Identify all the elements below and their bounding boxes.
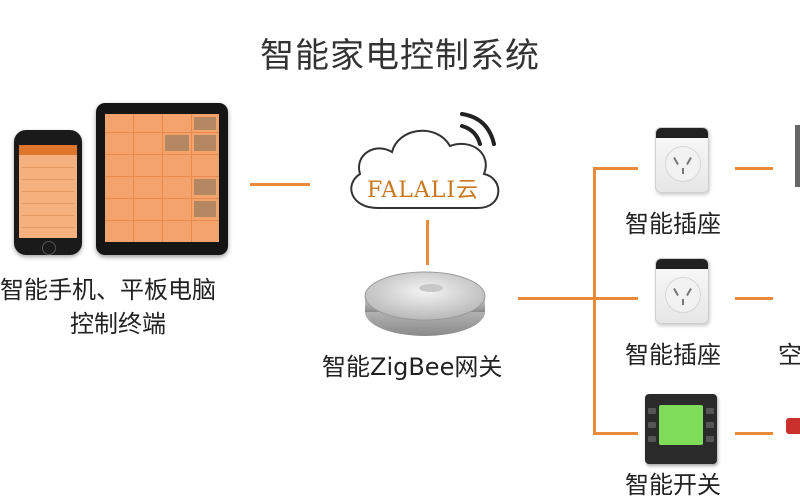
connector-terminal-cloud [250,183,310,186]
phone-row-divider [22,203,74,204]
connector-cloud-gateway [426,220,429,265]
tablet-thumbnail [194,179,216,195]
zigbee-gateway-icon [364,271,486,336]
phone-row-divider [22,215,74,216]
smart-socket-icon [655,127,709,193]
terminal-label-line1: 智能手机、平板电脑 [0,276,216,304]
smartphone-icon [14,130,82,255]
switch-display [659,405,703,445]
phone-screen [19,145,77,238]
connector-device-3-right [735,432,773,435]
connector-bus-vertical [593,167,596,434]
connector-bus-device-1 [593,167,638,170]
phone-row-divider [22,227,74,228]
connector-device-1-right [735,167,773,170]
gateway-label: 智能ZigBee网关 [322,353,503,381]
tablet-thumbnail [194,201,216,217]
connector-bus-device-3 [593,432,638,435]
phone-app-header [19,145,77,155]
phone-row-divider [22,179,74,180]
tablet-thumbnail [194,135,216,151]
phone-row-divider [22,167,74,168]
smart-socket-icon [655,258,709,324]
cutoff-label: 空 [778,341,800,369]
connector-bus-device-2 [593,297,638,300]
cutoff-device-1 [795,125,800,187]
cloud-label: FALALI云 [366,178,480,203]
cloud-icon [350,112,500,209]
connector-gateway-bus [518,297,594,300]
device-label-2: 智能插座 [625,341,721,369]
diagram-title: 智能家电控制系统 [260,36,540,76]
cutoff-device-3 [786,418,800,434]
tablet-screen [105,114,219,242]
device-label-3: 智能开关 [625,471,721,499]
tablet-thumbnail [194,117,216,130]
tablet-icon [96,103,228,255]
phone-home-button [42,241,56,255]
terminal-label-line2: 控制终端 [70,310,166,338]
tablet-thumbnail [165,135,189,151]
phone-row-divider [22,191,74,192]
device-label-1: 智能插座 [625,210,721,238]
smart-switch-panel-icon [645,394,717,464]
connector-device-2-right [735,297,773,300]
